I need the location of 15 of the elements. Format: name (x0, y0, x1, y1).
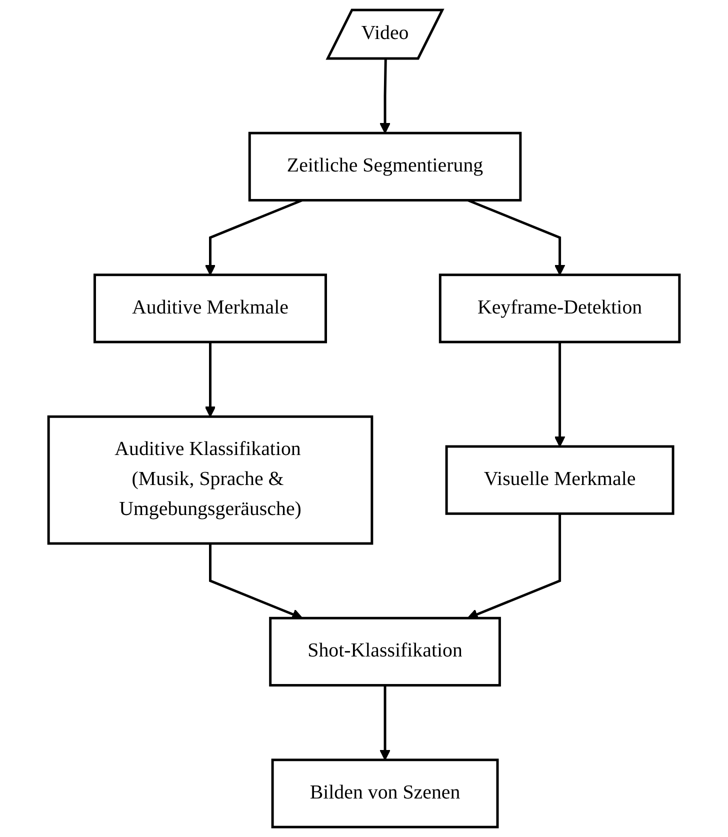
arrow (380, 685, 390, 760)
node-box: Auditive Klassifikation (Musik, Sprache & Umgebungsgeräusche) (47, 415, 374, 545)
node-box: Shot-Klassifikation (269, 616, 501, 687)
node-box: Bilden von Szenen (271, 758, 499, 828)
arrow (467, 514, 562, 620)
node-box: Zeitliche Segmentierung (248, 132, 522, 202)
arrow (204, 342, 216, 418)
node-box: Auditive Merkmale (94, 274, 327, 344)
arrow (209, 544, 303, 620)
arrow (467, 199, 566, 276)
node-box: Visuelle Merkmale (445, 445, 674, 515)
node-box: Keyframe-Detektion (438, 274, 681, 344)
arrow (204, 199, 303, 276)
arrow (554, 342, 566, 447)
arrow (380, 59, 390, 134)
